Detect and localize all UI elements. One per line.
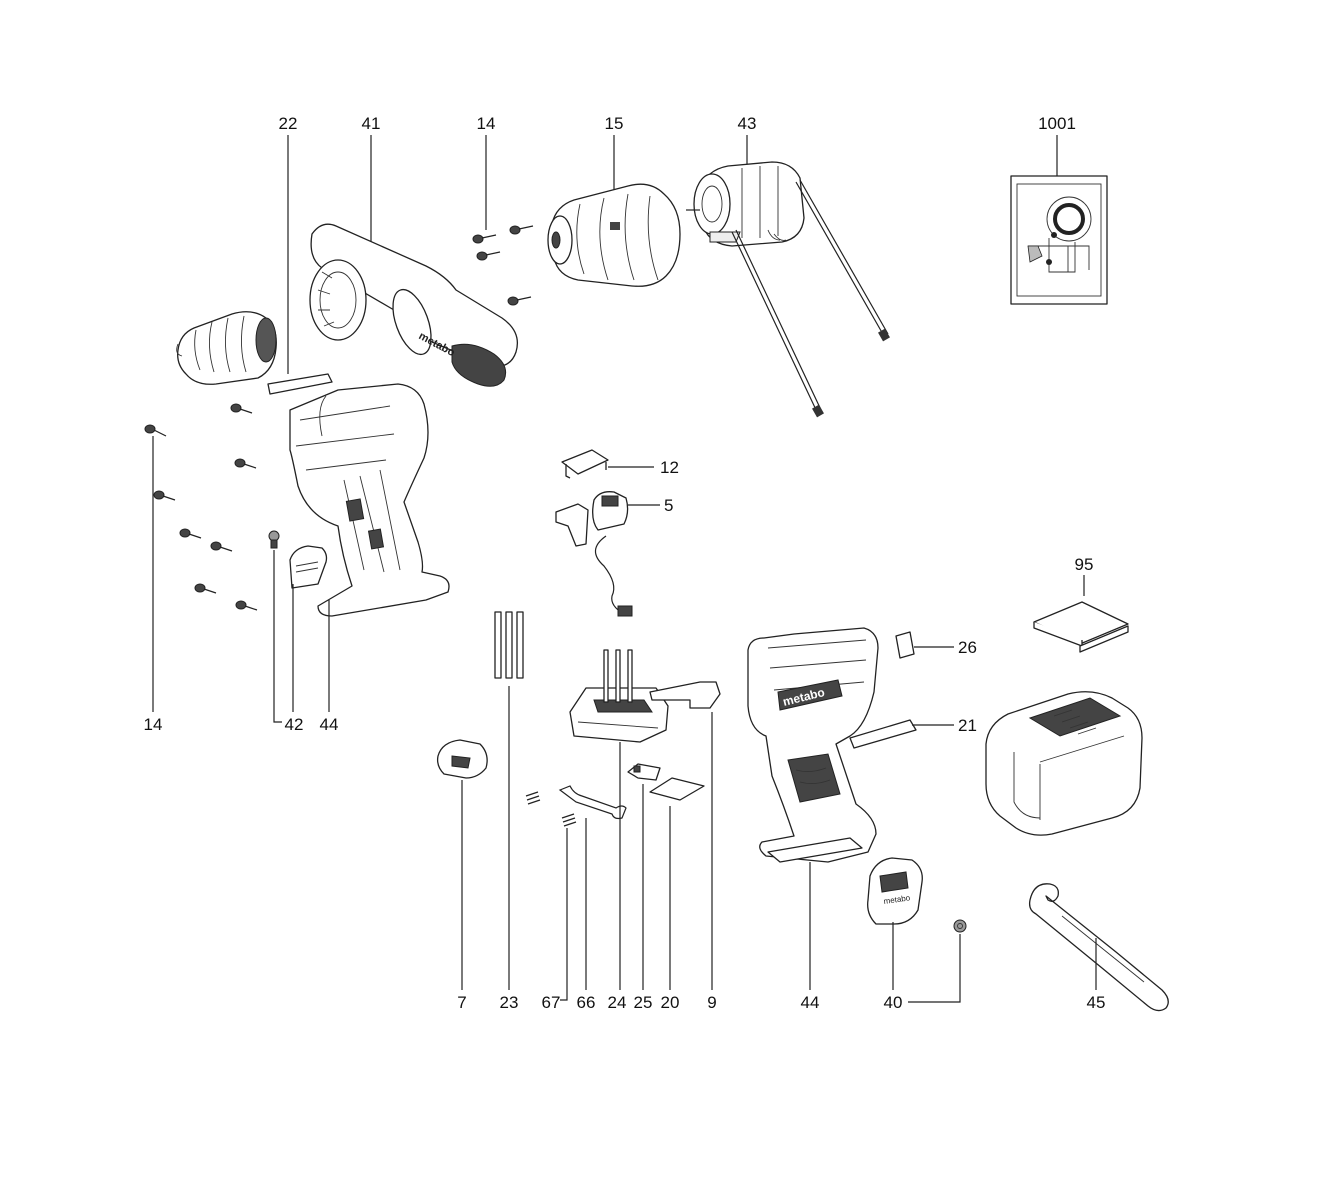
label-95: 95 bbox=[1075, 555, 1094, 574]
label-41: 41 bbox=[362, 114, 381, 133]
label-5: 5 bbox=[664, 496, 673, 515]
label-14-left: 14 bbox=[144, 715, 163, 734]
part-25-small-bracket[interactable] bbox=[627, 763, 661, 990]
part-40-screw[interactable] bbox=[908, 919, 967, 1003]
part-66-wire-clip[interactable] bbox=[558, 785, 627, 990]
part-20-pad[interactable] bbox=[649, 777, 705, 990]
part-12-switch-slide[interactable] bbox=[561, 449, 654, 479]
screw bbox=[144, 424, 167, 437]
label-14-top: 14 bbox=[477, 114, 496, 133]
part-15-gearbox[interactable] bbox=[547, 135, 681, 287]
part-43-motor[interactable] bbox=[686, 135, 890, 418]
label-22: 22 bbox=[279, 114, 298, 133]
label-21: 21 bbox=[958, 716, 977, 735]
part-45-spanner[interactable] bbox=[1028, 883, 1169, 1012]
housing-half-left[interactable] bbox=[289, 383, 450, 617]
part-14-screws-top[interactable] bbox=[472, 135, 534, 306]
label-12: 12 bbox=[660, 458, 679, 477]
part-22-label[interactable] bbox=[267, 135, 333, 395]
screw bbox=[235, 600, 258, 611]
screw bbox=[509, 225, 534, 235]
part-42-screw[interactable] bbox=[268, 530, 282, 723]
part-24-electronics-module[interactable] bbox=[569, 649, 669, 990]
screw bbox=[230, 403, 253, 414]
label-44-right: 44 bbox=[801, 993, 820, 1012]
part-95-plate[interactable] bbox=[1033, 575, 1129, 653]
label-25: 25 bbox=[634, 993, 653, 1012]
part-1001-wiring-card[interactable] bbox=[1010, 135, 1108, 305]
screw bbox=[210, 541, 233, 552]
label-7: 7 bbox=[457, 993, 466, 1012]
part-9-bracket[interactable] bbox=[649, 681, 721, 990]
part-7-cap[interactable] bbox=[436, 739, 488, 990]
screw bbox=[234, 458, 257, 469]
label-9: 9 bbox=[707, 993, 716, 1012]
label-20: 20 bbox=[661, 993, 680, 1012]
label-42: 42 bbox=[285, 715, 304, 734]
label-66: 66 bbox=[577, 993, 596, 1012]
label-26: 26 bbox=[958, 638, 977, 657]
part-5-trigger-switch[interactable] bbox=[555, 491, 660, 617]
label-23: 23 bbox=[500, 993, 519, 1012]
label-45: 45 bbox=[1087, 993, 1106, 1012]
label-44-left: 44 bbox=[320, 715, 339, 734]
part-40-cover[interactable]: metabo bbox=[867, 857, 923, 990]
screw bbox=[507, 296, 532, 306]
cover-brand-text: metabo bbox=[883, 893, 911, 906]
label-40: 40 bbox=[884, 993, 903, 1012]
label-15: 15 bbox=[605, 114, 624, 133]
part-14-screws-left[interactable] bbox=[144, 403, 258, 712]
label-1001: 1001 bbox=[1038, 114, 1076, 133]
callout-labels: 22 41 14 15 43 1001 12 5 95 26 21 14 42 … bbox=[144, 114, 1106, 1012]
screw bbox=[179, 528, 202, 539]
part-23-rods[interactable] bbox=[494, 611, 524, 990]
screw bbox=[472, 234, 497, 244]
drill-chuck[interactable] bbox=[176, 311, 277, 385]
housing-half-right[interactable]: metabo bbox=[747, 627, 879, 990]
label-43: 43 bbox=[738, 114, 757, 133]
battery-pack[interactable] bbox=[985, 691, 1143, 836]
label-24: 24 bbox=[608, 993, 627, 1012]
screw bbox=[153, 490, 176, 501]
label-67: 67 bbox=[542, 993, 561, 1012]
part-26-square[interactable] bbox=[895, 631, 954, 659]
screw bbox=[194, 583, 217, 594]
part-21-label[interactable] bbox=[849, 719, 954, 749]
part-67-springs[interactable] bbox=[525, 791, 577, 1001]
part-42-clip[interactable] bbox=[289, 545, 328, 712]
screw bbox=[476, 251, 501, 261]
